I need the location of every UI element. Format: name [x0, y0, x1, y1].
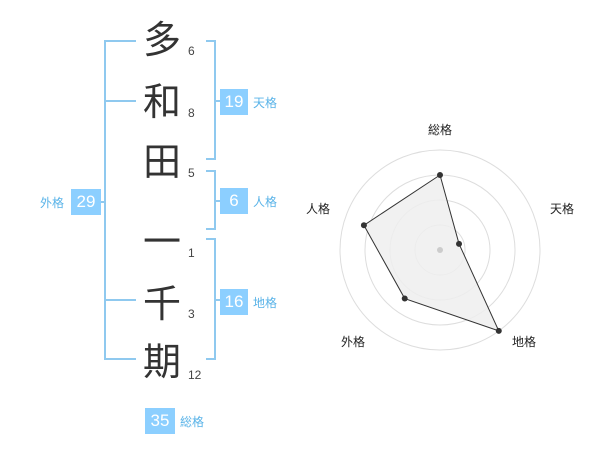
- radar-ring-4: [339, 149, 541, 351]
- chikaku-bracket: [206, 238, 216, 360]
- radar-center-dot: [437, 247, 443, 253]
- jinkaku-bracket-tick: [216, 200, 222, 202]
- jinkaku-value: 6: [220, 188, 248, 214]
- radar-point-3: [401, 295, 408, 302]
- tenkaku-bracket: [206, 40, 216, 160]
- soukaku-label: 総格: [180, 415, 205, 429]
- stroke-count-4: 1: [188, 246, 195, 260]
- stroke-count-6: 12: [188, 368, 202, 382]
- stroke-count-2: 8: [188, 106, 195, 120]
- stroke-count-5: 3: [188, 307, 195, 321]
- radar-axis-label-gaikaku: 外格: [340, 335, 365, 349]
- name-char-4: 一: [142, 220, 181, 264]
- chikaku-bracket-tick: [216, 299, 222, 301]
- name-char-6: 期: [142, 340, 181, 384]
- gaikaku-inner-tick-bottom: [104, 299, 136, 301]
- gaikaku-bracket: [104, 40, 136, 360]
- stroke-count-1: 6: [188, 44, 195, 58]
- gaikaku-value: 29: [71, 189, 101, 215]
- soukaku-value: 35: [145, 408, 175, 434]
- name-char-5: 千: [142, 282, 181, 326]
- name-char-3: 田: [142, 140, 181, 184]
- radar-axis-label-tenkaku: 天格: [549, 202, 574, 216]
- gaikaku-inner-tick-top: [104, 100, 136, 102]
- radar-axis-label-jinkaku: 人格: [305, 202, 330, 216]
- jinkaku-label: 人格: [253, 195, 278, 209]
- chikaku-value: 16: [220, 289, 248, 315]
- name-char-2: 和: [142, 80, 181, 124]
- chikaku-label: 地格: [253, 296, 278, 310]
- radar-point-0: [437, 172, 443, 178]
- name-char-1: 多: [142, 18, 181, 62]
- radar-axis-label-soukaku: 総格: [427, 123, 452, 137]
- radar-point-2: [495, 327, 502, 334]
- radar-axis-label-chikaku: 地格: [511, 335, 536, 349]
- jinkaku-bracket: [206, 170, 216, 230]
- gaikaku-label: 外格: [40, 196, 65, 210]
- tenkaku-value: 19: [220, 89, 248, 115]
- radar-point-1: [456, 240, 463, 247]
- gaikaku-bracket-tick: [98, 201, 104, 203]
- tenkaku-label: 天格: [253, 96, 278, 110]
- stroke-count-3: 5: [188, 166, 195, 180]
- radar-series-polygon: [363, 174, 500, 332]
- tenkaku-bracket-tick: [216, 100, 222, 102]
- radar-point-4: [360, 222, 367, 229]
